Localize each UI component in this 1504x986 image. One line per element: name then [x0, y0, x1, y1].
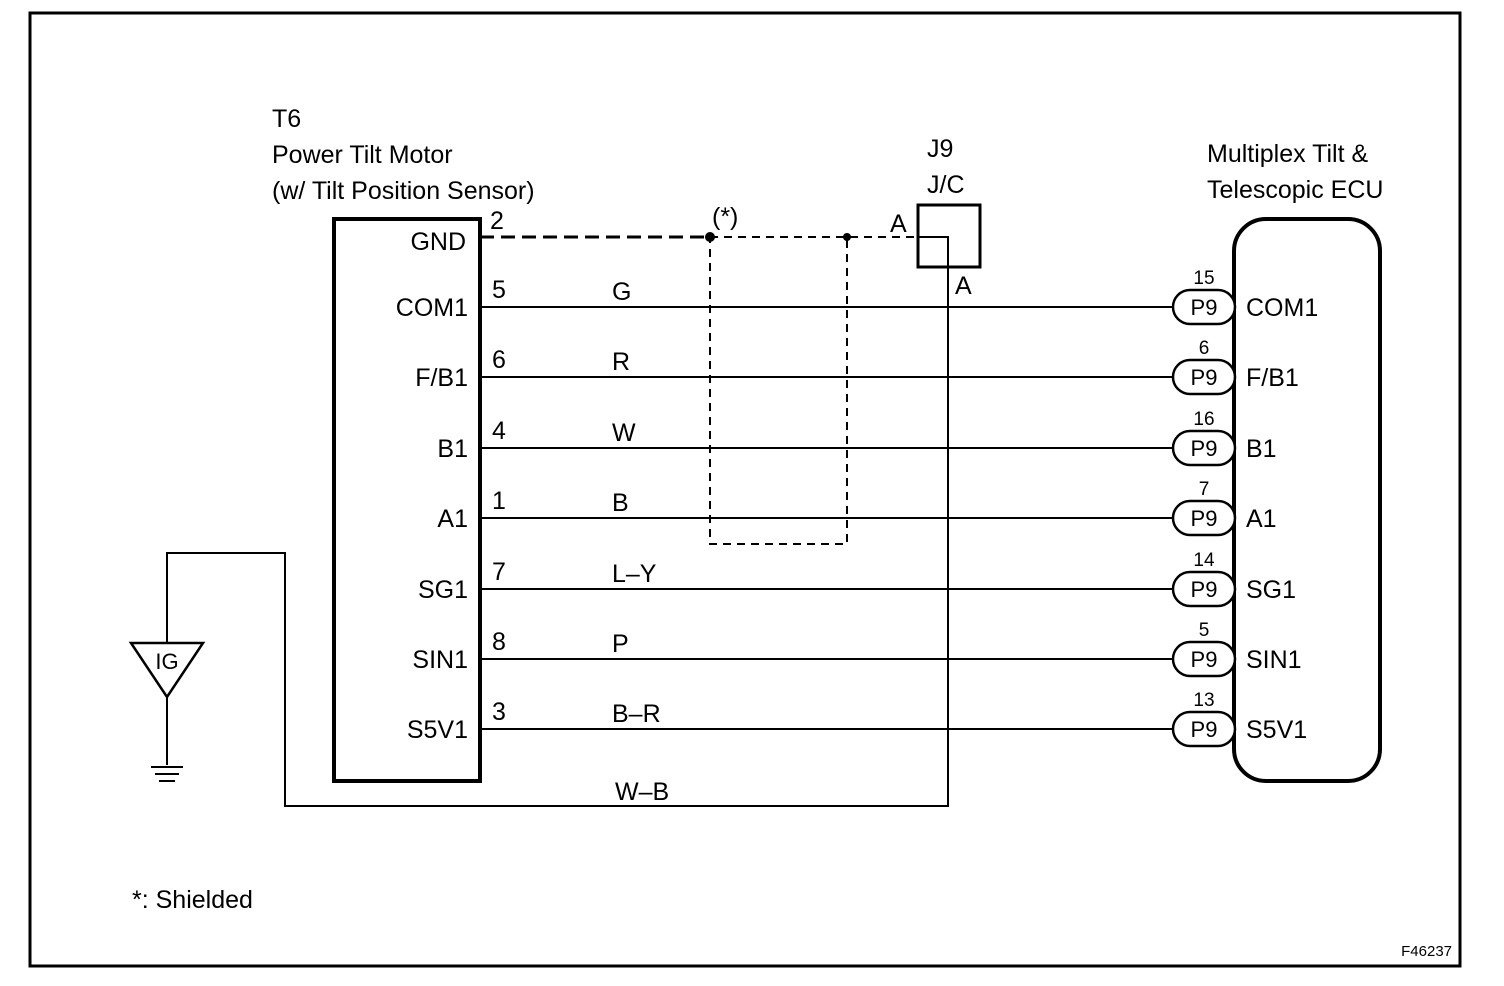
wire-color-label: B–R — [612, 700, 661, 728]
motor-terminal-label: F/B1 — [415, 364, 468, 392]
motor-pin-number: 8 — [492, 628, 506, 656]
motor-pin-number: 5 — [492, 276, 506, 304]
connector-pill — [1171, 358, 1237, 396]
ecu-terminal-label: F/B1 — [1246, 364, 1299, 392]
ground-return-wire — [166, 267, 949, 807]
wire-color-label: P — [612, 630, 629, 658]
wire-color-label: B — [612, 489, 629, 517]
ecu-terminal-label: SIN1 — [1246, 646, 1302, 674]
motor-terminal-label: SG1 — [418, 576, 468, 604]
wire-color-label: W — [612, 419, 636, 447]
motor-subtitle: (w/ Tilt Position Sensor) — [272, 177, 535, 205]
motor-name: Power Tilt Motor — [272, 141, 453, 169]
ecu-pin-number: 13 — [1193, 690, 1214, 711]
diagram-id: F46237 — [1401, 943, 1452, 960]
ecu-pin-number: 6 — [1199, 338, 1210, 359]
ecu-terminal-label: A1 — [1246, 505, 1277, 533]
wire-color-label: R — [612, 348, 630, 376]
ig-label: IG — [155, 649, 178, 674]
connector-pill — [1171, 570, 1237, 608]
junction-internal-link — [918, 236, 949, 267]
motor-pin-number: 4 — [492, 417, 506, 445]
ig-triangle — [128, 641, 206, 700]
ecu-name-line2: Telescopic ECU — [1207, 176, 1383, 204]
shield-box — [709, 236, 848, 545]
connector-label: P9 — [1191, 506, 1218, 531]
ecu-pin-number: 14 — [1193, 550, 1215, 571]
ecu-terminal-label: SG1 — [1246, 576, 1296, 604]
motor-pin-number: 3 — [492, 698, 506, 726]
ecu-pin-number: 7 — [1199, 479, 1210, 500]
motor-terminal-label: B1 — [437, 435, 468, 463]
ecu-pin-number: 5 — [1199, 620, 1210, 641]
motor-terminal-label: A1 — [437, 505, 468, 533]
footnote: *: Shielded — [132, 886, 253, 914]
motor-pin-number: 1 — [492, 487, 506, 515]
motor-code: T6 — [272, 105, 301, 133]
junction-code: J9 — [927, 135, 953, 163]
motor-terminal-label: SIN1 — [412, 646, 468, 674]
ecu-box — [1232, 217, 1382, 783]
ecu-pin-number: 16 — [1193, 409, 1214, 430]
connector-label: P9 — [1191, 365, 1218, 390]
connector-label: P9 — [1191, 295, 1218, 320]
connector-pill — [1171, 499, 1237, 537]
ecu-pin-number: 15 — [1193, 268, 1214, 289]
ecu-terminal-label: S5V1 — [1246, 716, 1307, 744]
connector-label: P9 — [1191, 717, 1218, 742]
connector-pill — [1171, 429, 1237, 467]
wire-color-label: L–Y — [612, 560, 657, 588]
ecu-name-line1: Multiplex Tilt & — [1207, 140, 1368, 168]
shield-marker: (*) — [712, 203, 738, 231]
motor-pin-number: 7 — [492, 558, 506, 586]
junction-name: J/C — [927, 171, 965, 199]
motor-terminal-label: S5V1 — [407, 716, 468, 744]
motor-pin-number: 6 — [492, 346, 506, 374]
connector-label: P9 — [1191, 436, 1218, 461]
connector-label: P9 — [1191, 647, 1218, 672]
ground-wire-color: W–B — [615, 778, 669, 806]
motor-terminal-label: COM1 — [396, 294, 468, 322]
gnd-pin: 2 — [490, 207, 504, 235]
shield-junction-dot-2 — [843, 233, 851, 241]
connector-pill — [1171, 288, 1237, 326]
ecu-terminal-label: B1 — [1246, 435, 1277, 463]
ecu-terminal-label: COM1 — [1246, 294, 1318, 322]
gnd-terminal-label: GND — [410, 228, 466, 256]
junction-pin-in: A — [890, 210, 907, 238]
connector-pill — [1171, 640, 1237, 678]
motor-box — [332, 217, 482, 783]
wire-color-label: G — [612, 278, 631, 306]
connector-pill — [1171, 710, 1237, 748]
diagram-frame — [28, 11, 1462, 968]
junction-pin-out: A — [955, 272, 972, 300]
connector-label: P9 — [1191, 577, 1218, 602]
